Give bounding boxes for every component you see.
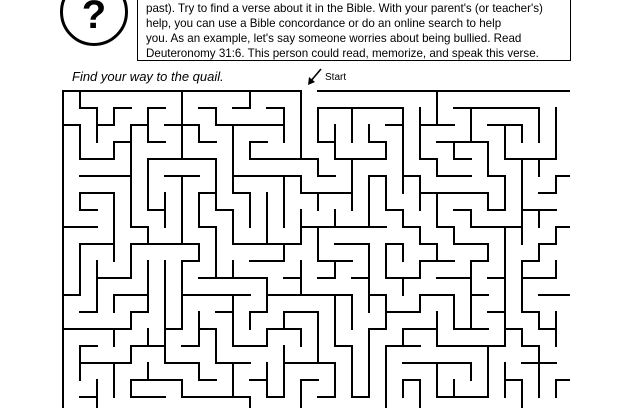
instruction-line: help, you can use a Bible concordance or… xyxy=(146,17,502,30)
question-badge: ? xyxy=(60,0,128,46)
maze-caption: Find your way to the quail. xyxy=(72,69,224,84)
question-mark-icon: ? xyxy=(81,0,107,37)
instructions-box: past). Try to find a verse about it in t… xyxy=(137,0,571,61)
instruction-line: past). Try to find a verse about it in t… xyxy=(146,2,543,15)
maze-walls xyxy=(62,90,570,408)
start-label: Start xyxy=(325,72,347,83)
arrow-down-left-icon xyxy=(308,68,322,85)
maze-grid[interactable] xyxy=(60,88,570,408)
instruction-line: Deuteronomy 31:6. This person could read… xyxy=(146,47,539,60)
instruction-line: you. As an example, let's say someone wo… xyxy=(146,32,522,45)
